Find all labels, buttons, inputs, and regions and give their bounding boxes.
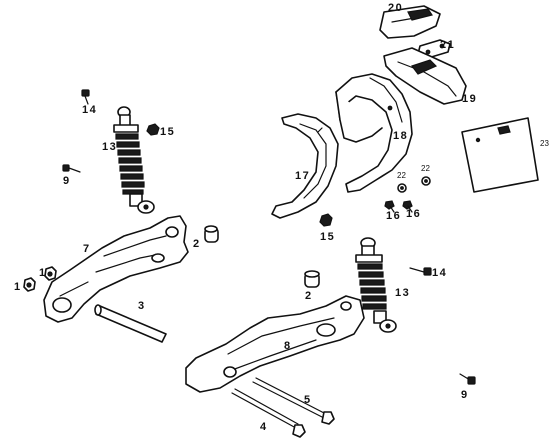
part-1-nut-b — [44, 266, 57, 281]
callout-13-upper: 13 — [102, 141, 117, 153]
part-19-plate-bracket — [383, 47, 467, 105]
part-9-bolt-lower — [459, 373, 476, 385]
callout-3: 3 — [138, 300, 146, 312]
part-15-nut-upper — [146, 123, 160, 136]
callout-14-upper: 14 — [82, 104, 97, 116]
callout-23: 23 — [540, 139, 549, 148]
part-16-screw-b — [402, 200, 413, 213]
part-1-nut-a — [23, 277, 36, 292]
part-16-screw-a — [384, 200, 395, 213]
part-20-top-bracket — [379, 5, 441, 39]
part-2-bushing-upper — [204, 225, 219, 243]
part-7-left-swing-arm — [43, 215, 189, 323]
callout-8: 8 — [284, 340, 292, 352]
part-8-right-swing-arm — [185, 295, 365, 393]
part-18-rear-fender — [335, 73, 413, 193]
callout-2-upper: 2 — [193, 238, 201, 250]
callout-15-upper: 15 — [160, 126, 175, 138]
callout-15-lower: 15 — [320, 231, 335, 243]
part-9-bolt-upper — [62, 164, 81, 173]
part-14-bolt-right — [409, 267, 432, 276]
callout-17: 17 — [295, 170, 310, 182]
callout-18: 18 — [393, 130, 408, 142]
callout-5: 5 — [304, 394, 312, 406]
callout-4: 4 — [260, 421, 268, 433]
part-4-long-bolt — [231, 388, 306, 438]
callout-16-a: 16 — [386, 210, 401, 222]
part-5-long-bolt — [252, 377, 335, 425]
callout-22-a: 22 — [397, 171, 406, 180]
callout-16-b: 16 — [406, 208, 421, 220]
callout-13-lower: 13 — [395, 287, 410, 299]
callout-22-b: 22 — [421, 164, 430, 173]
part-14-bolt-upper — [81, 89, 90, 105]
part-3-axle-rod — [94, 304, 167, 343]
callout-21: 21 — [440, 39, 455, 51]
callout-9-upper: 9 — [63, 175, 71, 187]
part-13-shock-absorber-right — [355, 237, 397, 333]
part-15-nut-lower — [319, 213, 333, 227]
part-2-bushing-lower — [304, 270, 320, 288]
callout-19: 19 — [462, 93, 477, 105]
part-13-shock-absorber-left — [113, 106, 155, 214]
callout-1-a: 1 — [14, 281, 22, 293]
callout-9-lower: 9 — [461, 389, 469, 401]
callout-20: 20 — [388, 2, 403, 14]
part-23-reflector-plate — [461, 117, 539, 193]
callout-7: 7 — [83, 243, 91, 255]
callout-1-b: 1 — [39, 267, 47, 279]
part-17-mud-guard — [271, 113, 339, 219]
callout-2-lower: 2 — [305, 290, 313, 302]
part-22-washer-a — [397, 183, 407, 193]
part-22-washer-b — [421, 176, 431, 186]
callout-14-right: 14 — [432, 267, 447, 279]
